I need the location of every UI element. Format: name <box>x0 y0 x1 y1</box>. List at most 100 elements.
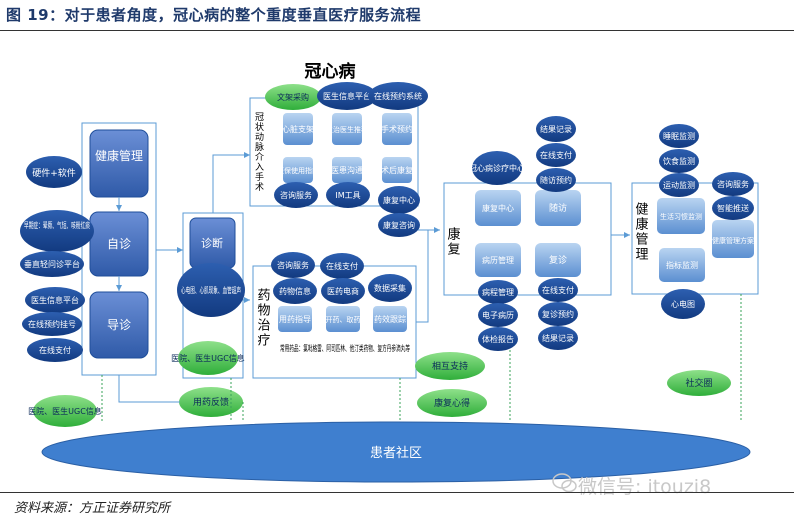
drug-box-label: 药物治疗 <box>255 288 271 348</box>
rehab-result-record-bottom <box>538 326 578 350</box>
tag-online-pay-label: 在线支付 <box>39 345 71 355</box>
drug-pharma-ecom <box>321 278 365 304</box>
rehab-exam-report <box>478 327 518 351</box>
health-indicator-label: 指标监测 <box>666 260 698 270</box>
cad-heart-stent <box>283 113 313 145</box>
health-plan <box>712 220 754 258</box>
rehab-med-mgmt-label: 病程管理 <box>482 287 514 297</box>
tag-hospital-ugc-left-label: 医院、医生UGC信息 <box>28 406 102 416</box>
drug-prescribe <box>326 306 360 332</box>
tag-hospital-ugc-mid <box>178 341 238 375</box>
drug-effect-track-label: 药效跟踪 <box>374 314 406 324</box>
tag-online-pay <box>27 338 83 362</box>
drug-doctor-guide <box>278 306 312 332</box>
cad-online-reserve <box>368 82 428 110</box>
recovery-exp-label: 康复心得 <box>434 397 470 409</box>
health-sleep-label: 睡眠监测 <box>663 131 695 141</box>
tag-ecg-tests <box>177 263 245 317</box>
tag-hardware <box>26 156 82 188</box>
cad-chief-rec-label: 主治医生推荐 <box>326 125 368 134</box>
health-box-label: 健康管理 <box>633 202 649 262</box>
cad-doctor-comm-label: 医患沟通 <box>331 165 363 175</box>
drug-pharma-ecom-label: 医药电商 <box>327 286 359 296</box>
health-smart-push <box>712 196 754 220</box>
drug-data-collect <box>368 274 412 302</box>
step-health-mgmt <box>89 129 149 198</box>
health-exercise <box>659 173 699 197</box>
rehab-followup-reserve-label: 随访预约 <box>540 175 572 185</box>
tag-vertical-q <box>20 251 84 277</box>
rehab-box-frame <box>443 182 612 296</box>
cad-box-label: 冠状动脉介入手术 <box>253 112 264 192</box>
rehab-review <box>535 243 581 277</box>
cad-im-tool <box>326 182 370 208</box>
step-health-mgmt-label: 健康管理 <box>95 148 143 163</box>
drug-prescribe-label: 开药、取药 <box>326 315 361 324</box>
tag-early-symptoms <box>20 210 94 252</box>
wechat-icon <box>552 473 577 493</box>
step-guidance <box>89 291 149 359</box>
rehab-result-record-label: 结果记录 <box>540 124 572 134</box>
health-indicator <box>659 248 705 282</box>
tag-hospital-ugc-left <box>33 395 97 427</box>
tag-early-symptoms-label: 早期症：晕厥、气短、咳粉红痰 <box>24 220 90 230</box>
rehab-followup-label: 随访 <box>549 202 567 214</box>
tag-online-reg <box>22 312 82 336</box>
drug-consult-label: 咨询服务 <box>277 260 309 270</box>
rehab-result-record-bottom-label: 结果记录 <box>542 333 574 343</box>
health-exercise-label: 运动监测 <box>663 180 695 190</box>
cad-post-op <box>382 157 412 183</box>
rehab-records <box>475 243 521 277</box>
mutual-support-label: 相互支持 <box>432 360 468 372</box>
source-note: 资料来源：方正证券研究所 <box>14 501 171 516</box>
cad-im-tool-label: IM工具 <box>335 191 360 200</box>
rehab-review-reserve <box>538 302 578 326</box>
health-diet <box>659 149 699 173</box>
cad-consult <box>274 182 318 208</box>
cad-rehab-center-label: 康复中心 <box>383 195 415 205</box>
drug-effect-track <box>373 306 407 332</box>
cad-rehab-consult <box>378 213 420 237</box>
cad-heart-stent-label: 心脏支架 <box>282 124 314 134</box>
drug-online-pay-label: 在线支付 <box>326 261 358 271</box>
social-circle <box>667 370 731 396</box>
rehab-online-pay-bottom <box>538 278 578 302</box>
figure-title: 图 19：对于患者角度，冠心病的整个重度垂直医疗服务流程 <box>6 6 422 24</box>
tag-drug-feedback <box>179 387 243 417</box>
diagram-title: 冠心病 <box>305 61 356 82</box>
health-consult-label: 咨询服务 <box>717 179 749 189</box>
health-smart-push-label: 智能推送 <box>717 203 749 213</box>
health-consult <box>712 172 754 196</box>
cad-surgery-reserve <box>382 113 412 145</box>
cad-consult-label: 咨询服务 <box>280 190 312 200</box>
step-diagnosis-label: 诊断 <box>201 236 223 250</box>
cad-rehab-center <box>378 186 420 214</box>
health-habits-label: 生活习惯监测 <box>660 212 702 221</box>
rehab-review-label: 复诊 <box>549 254 567 266</box>
cad-chief-rec <box>332 113 362 145</box>
cad-rehab-consult-label: 康复咨询 <box>383 220 415 230</box>
rehab-exam-report-label: 体检报告 <box>482 334 514 344</box>
step-self-diagnosis-label: 自诊 <box>107 237 131 251</box>
cad-doctor-comm <box>332 157 362 183</box>
cad-insurance-guide-label: 医保使用指南 <box>277 166 319 175</box>
tag-online-reg-label: 在线预约挂号 <box>28 319 76 329</box>
drug-doctor-guide-label: 用药指导 <box>279 314 311 324</box>
rehab-records-label: 病历管理 <box>482 255 514 265</box>
rehab-e-record <box>478 303 518 327</box>
health-ecg <box>661 289 705 319</box>
mutual-support <box>415 352 485 380</box>
rehab-center <box>475 190 521 226</box>
rehab-followup-reserve <box>536 168 576 192</box>
patient-community-ellipse <box>41 421 751 483</box>
tag-doctor-info <box>25 287 85 313</box>
tag-ecg-tests-label: 心电图、心肌现象、血管超声 <box>181 285 241 295</box>
health-habits <box>657 198 705 234</box>
tag-vertical-q-label: 垂直轻问诊平台 <box>24 259 80 269</box>
rehab-review-reserve-label: 复诊预约 <box>542 309 574 319</box>
rehab-center-label: 康复中心 <box>482 203 514 213</box>
cad-doctor-platform <box>317 82 377 110</box>
drug-online-pay <box>320 253 364 279</box>
health-ecg-label: 心电图 <box>671 299 695 309</box>
tag-hospital-ugc-mid-label: 医院、医生UGC信息 <box>171 353 245 363</box>
